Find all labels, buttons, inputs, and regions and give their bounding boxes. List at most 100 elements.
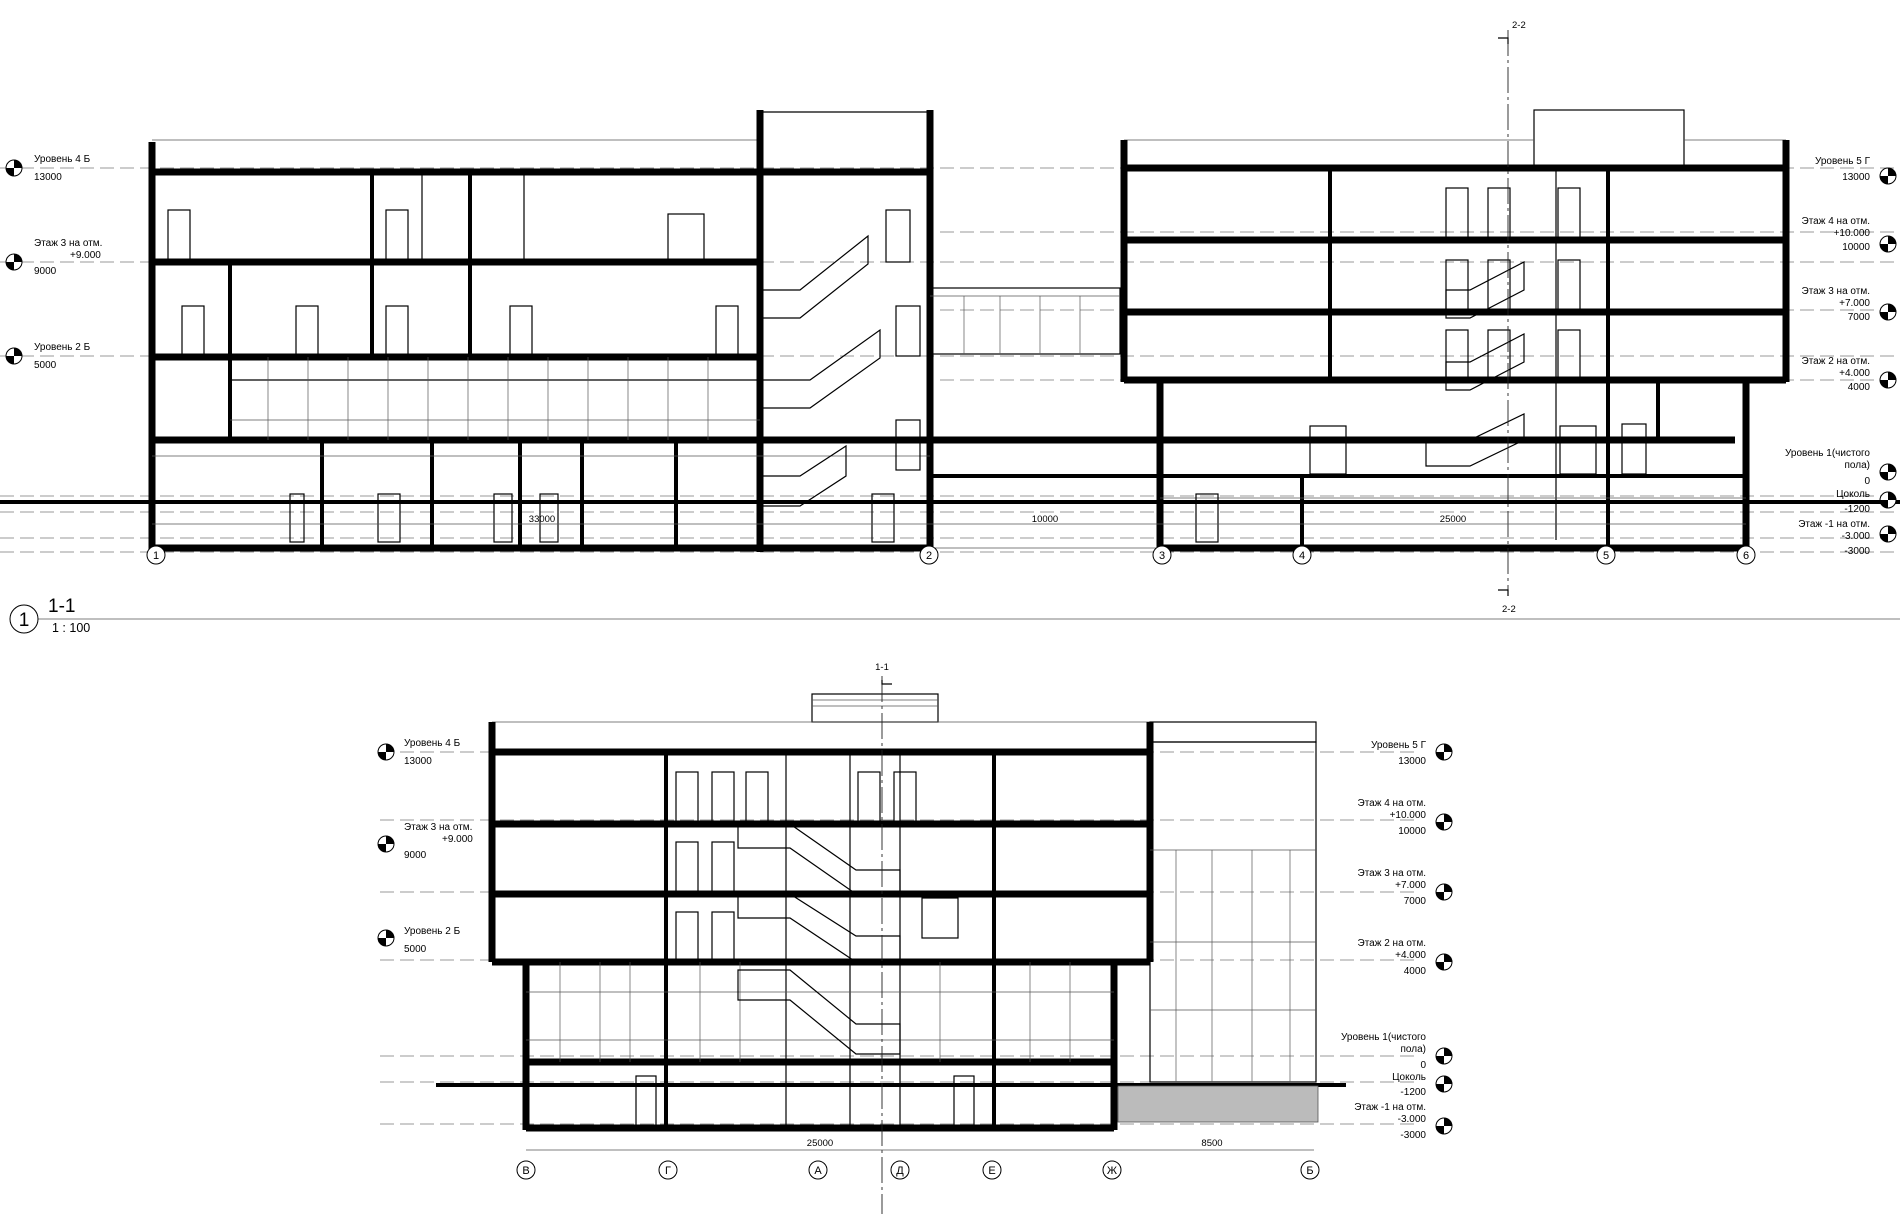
level-value: 9000 <box>34 266 57 277</box>
level-name: Уровень 2 Б <box>34 342 91 353</box>
level-value: 5000 <box>34 360 57 371</box>
section-2-2: 1-1 Уровень 4 Б 13000 Этаж 3 на отм. +9.… <box>377 662 1453 1214</box>
section-title-block: 1 1-1 1 : 100 <box>9 596 1900 635</box>
level-name: Уровень 4 Б <box>34 154 91 165</box>
level-name: Уровень 5 Г <box>1371 740 1427 751</box>
right-block-1 <box>1120 109 1790 552</box>
axis-bubble: Е <box>982 1160 1002 1180</box>
level-mark: +4.000 <box>1395 950 1426 961</box>
view-number-circle <box>9 604 39 634</box>
axis-label: Ж <box>1107 1165 1117 1177</box>
levels-right-1: Уровень 5 Г 13000 Этаж 4 на отм. +10.000… <box>1785 156 1897 557</box>
level-value: 5000 <box>404 944 427 955</box>
cut-label-bottom: 2-2 <box>1502 604 1516 615</box>
level-marker: Уровень 4 Б 13000 <box>377 738 461 767</box>
axis-bubble: 6 <box>1736 545 1756 565</box>
level-marker: Уровень 5 Г 13000 <box>1815 156 1897 185</box>
building-2 <box>488 693 1319 1132</box>
axis-bubble: 2 <box>919 545 939 565</box>
dimension-label: 25000 <box>807 1138 833 1149</box>
level-value: 13000 <box>404 756 432 767</box>
grid-axes-2: В Г А Д Е Ж Б <box>516 1160 1320 1180</box>
level-name: Уровень 1(чистого <box>1341 1032 1426 1043</box>
level-marker: Уровень 4 Б 13000 <box>5 154 91 183</box>
axis-bubble: Б <box>1300 1160 1320 1180</box>
axis-bubble: Ж <box>1102 1160 1122 1180</box>
level-name: Этаж -1 на отм. <box>1354 1102 1426 1113</box>
level-mark: -3.000 <box>1398 1114 1427 1125</box>
level-marker: Уровень 2 Б 5000 <box>5 342 91 371</box>
level-marker: Этаж 2 на отм. +4.000 4000 <box>1358 938 1453 977</box>
level-value: 10000 <box>1842 242 1870 253</box>
level-value: 7000 <box>1848 312 1871 323</box>
levels-left-2: Уровень 4 Б 13000 Этаж 3 на отм. +9.000 … <box>377 738 473 955</box>
level-marker: Уровень 5 Г 13000 <box>1371 740 1453 767</box>
axis-label: 5 <box>1603 550 1609 562</box>
level-marker: Этаж -1 на отм. -3.000 -3000 <box>1354 1102 1453 1141</box>
level-value: -3000 <box>1844 546 1870 557</box>
level-name: Цоколь <box>1836 489 1870 500</box>
level-mark: +7.000 <box>1395 880 1426 891</box>
level-name: Этаж 3 на отм. <box>34 238 102 249</box>
axis-label: А <box>814 1165 822 1177</box>
axis-bubble: 1 <box>146 545 166 565</box>
level-name: Уровень 1(чистого <box>1785 448 1870 459</box>
cut-label: 1-1 <box>875 662 889 673</box>
levels-left-1: Уровень 4 Б 13000 Этаж 3 на отм. +9.000 … <box>5 154 102 371</box>
axis-label: 2 <box>926 550 932 562</box>
view-title: 1-1 <box>48 596 75 617</box>
level-marker: Этаж 2 на отм. +4.000 4000 <box>1802 356 1897 393</box>
dimension-label: 25000 <box>1440 514 1466 525</box>
axis-bubble: В <box>516 1160 536 1180</box>
level-value: 0 <box>1420 1060 1426 1071</box>
level-value: 13000 <box>1398 756 1426 767</box>
level-marker: Уровень 1(чистого пола) 0 <box>1785 448 1897 487</box>
level-marker: Этаж 4 на отм. +10.000 10000 <box>1358 798 1453 837</box>
level-mark: +9.000 <box>70 250 101 261</box>
dimension-label: 33000 <box>529 514 555 525</box>
left-block-1 <box>148 110 1735 552</box>
level-name: Этаж 2 на отм. <box>1358 938 1426 949</box>
level-name: Этаж -1 на отм. <box>1798 519 1870 530</box>
grid-axes-1: 1 2 3 4 5 6 <box>146 545 1756 565</box>
level-mark: пола) <box>1845 460 1870 471</box>
level-marker: Этаж 3 на отм. +9.000 9000 <box>5 238 102 277</box>
levels-right-2: Уровень 5 Г 13000 Этаж 4 на отм. +10.000… <box>1341 740 1453 1141</box>
gallery-1 <box>929 287 1160 549</box>
level-name: Уровень 2 Б <box>404 926 461 937</box>
axis-label: 6 <box>1743 550 1749 562</box>
level-name: Этаж 3 на отм. <box>1358 868 1426 879</box>
level-name: Этаж 4 на отм. <box>1358 798 1426 809</box>
dimensions-2: 25000 8500 <box>526 1138 1314 1151</box>
axis-bubble: 5 <box>1596 545 1616 565</box>
view-scale: 1 : 100 <box>52 621 90 635</box>
dimensions-1: 33000 10000 25000 <box>152 514 1746 525</box>
level-value: 4000 <box>1404 966 1427 977</box>
level-mark: +4.000 <box>1839 368 1870 379</box>
cut-label-top: 2-2 <box>1512 20 1526 31</box>
axis-bubble: Г <box>658 1160 678 1180</box>
axis-label: Б <box>1306 1165 1313 1177</box>
level-marker: Этаж 3 на отм. +9.000 9000 <box>377 822 473 861</box>
level-name: Этаж 4 на отм. <box>1802 216 1870 227</box>
axis-label: В <box>522 1165 529 1177</box>
cut-line-2-2: 2-2 2-2 <box>1498 20 1526 615</box>
level-marker: Цоколь -1200 <box>1392 1072 1453 1098</box>
level-marker: Уровень 2 Б 5000 <box>377 926 461 955</box>
level-value: 10000 <box>1398 826 1426 837</box>
axis-label: Д <box>896 1165 904 1177</box>
level-mark: -3.000 <box>1842 531 1871 542</box>
level-value: 13000 <box>34 172 62 183</box>
axis-bubble: 4 <box>1292 545 1312 565</box>
level-mark: пола) <box>1401 1044 1426 1055</box>
axis-bubble: А <box>808 1160 828 1180</box>
level-marker: Этаж 4 на отм. +10.000 10000 <box>1802 216 1897 253</box>
level-marker: Этаж 3 на отм. +7.000 7000 <box>1802 286 1897 323</box>
axis-label: Г <box>665 1165 671 1177</box>
level-marker: Цоколь -1200 <box>1836 489 1897 515</box>
section-1-1: 2-2 2-2 Уровень 4 Б 13000 Этаж 3 на отм.… <box>0 20 1900 635</box>
axis-bubble: Д <box>890 1160 910 1180</box>
level-mark: +10.000 <box>1834 228 1871 239</box>
level-mark: +10.000 <box>1390 810 1427 821</box>
